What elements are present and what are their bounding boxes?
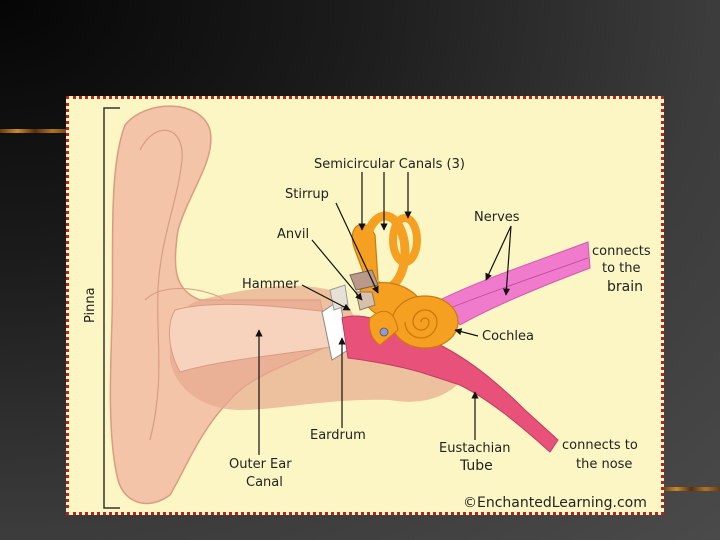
label-pinna: Pinna [83,287,98,323]
pointer-arrows [255,172,512,455]
label-brain-line3: brain [607,279,643,295]
round-window [379,327,389,337]
label-outer-ear-line1: Outer Ear [229,457,292,472]
label-outer-ear-line2: Canal [246,475,283,490]
label-cochlea: Cochlea [482,329,534,344]
label-brain-line2: to the [602,261,641,276]
label-nose-line2: the nose [576,457,632,472]
ear-canal [168,303,339,373]
anvil-bone [349,269,379,291]
credit-text: ©EnchantedLearning.com [463,495,647,511]
label-eardrum: Eardrum [310,428,366,443]
pinna-bracket [103,107,120,509]
nerve-line [444,257,589,311]
label-eustachian-line1: Eustachian [439,441,511,456]
label-anvil: Anvil [277,227,309,242]
label-semicircular-canals: Semicircular Canals (3) [314,157,465,172]
label-stirrup: Stirrup [285,187,329,202]
label-hammer: Hammer [242,277,299,292]
label-eustachian-line2: Tube [459,458,493,474]
decorative-stripe-right [662,487,720,491]
pinna-fold [139,129,183,441]
label-brain-line1: connects [592,244,651,259]
label-nerves: Nerves [474,210,520,225]
decorative-stripe-left [0,129,70,133]
label-nose-line1: connects to [562,438,638,453]
